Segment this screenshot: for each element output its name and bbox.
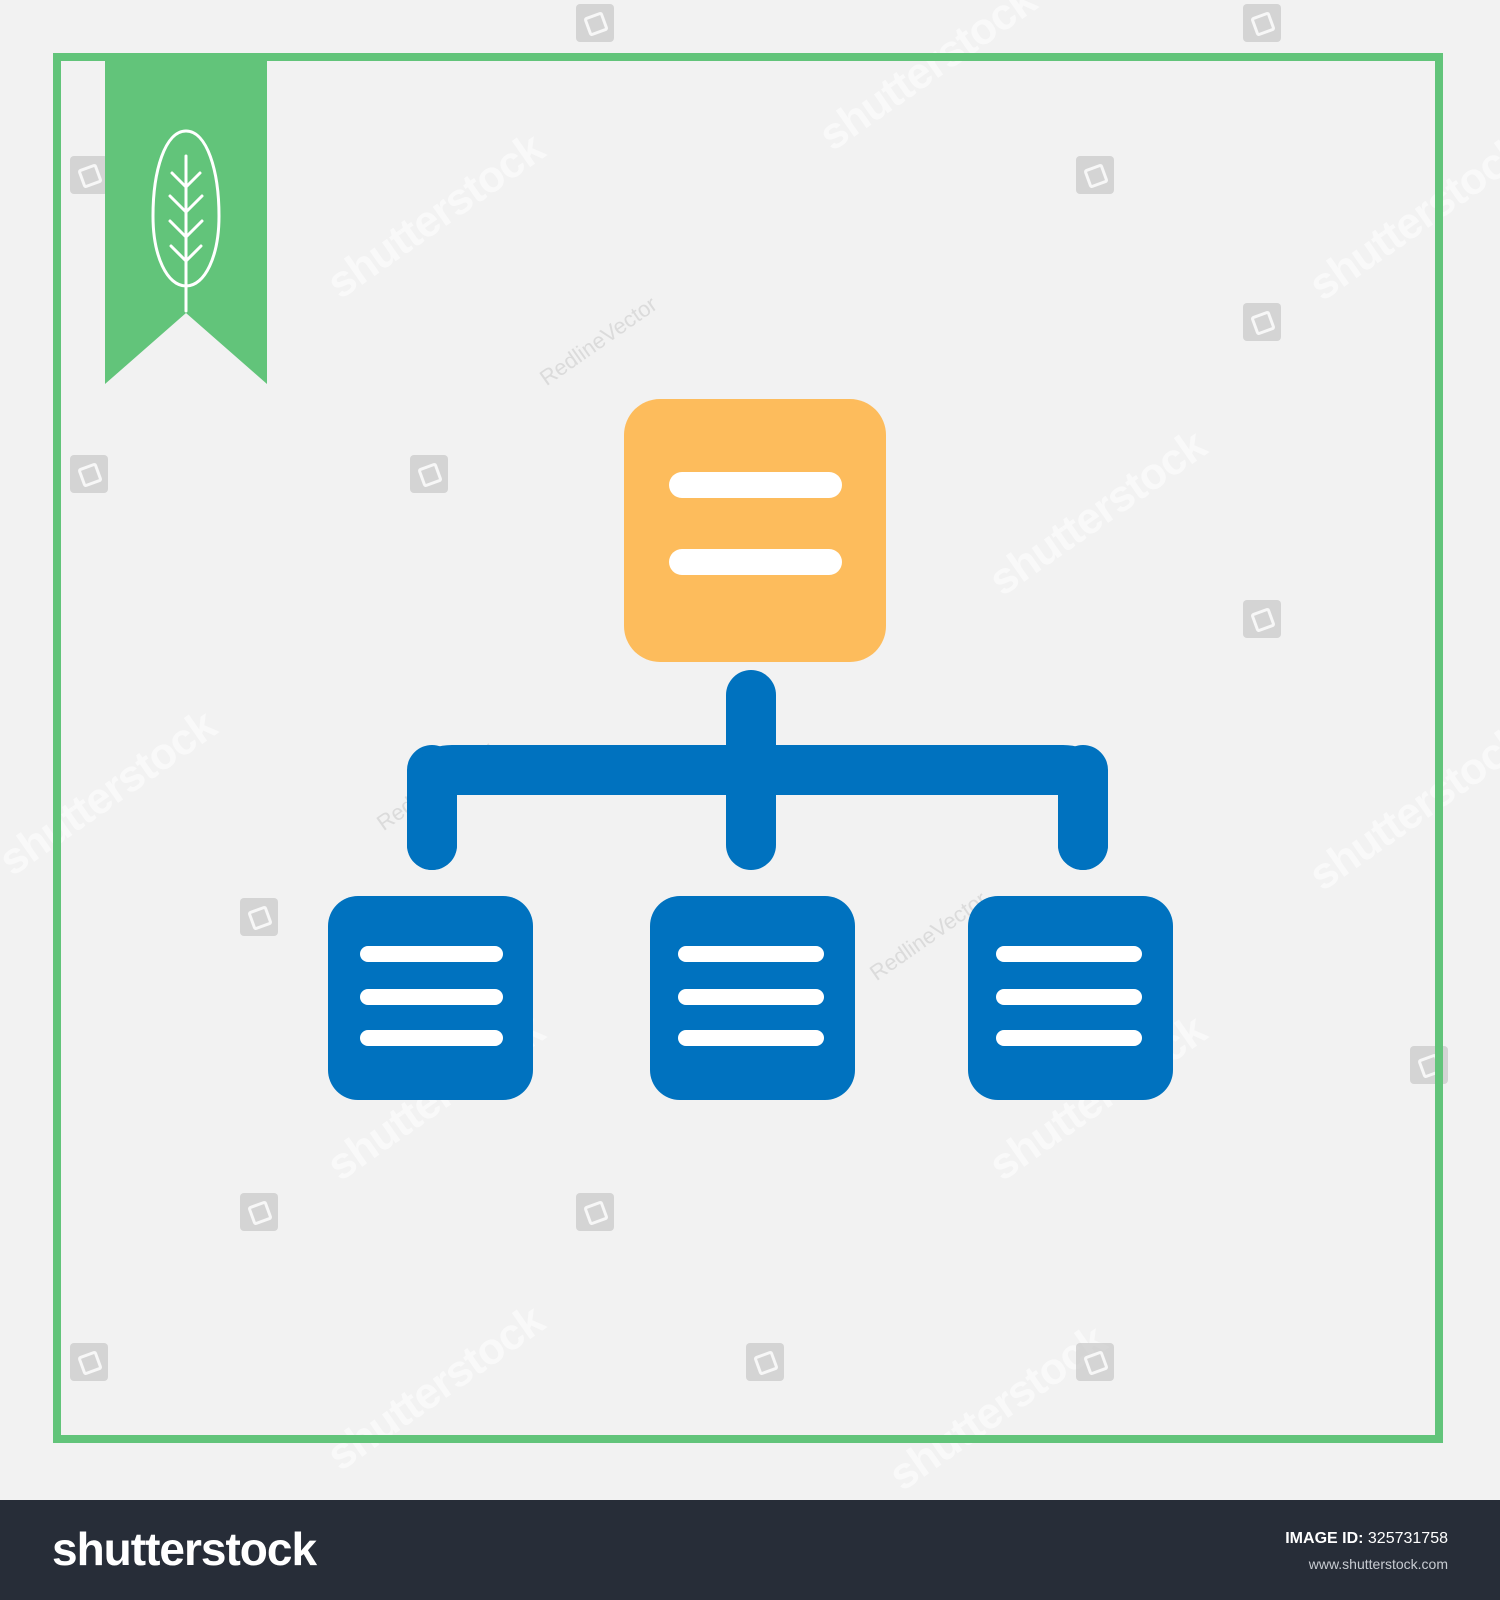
footer-logo: shutterstock xyxy=(52,1523,317,1575)
hierarchy-diagram xyxy=(328,399,1173,1100)
child-node-right xyxy=(968,896,1173,1100)
child-node-left xyxy=(328,896,533,1100)
green-border-frame xyxy=(53,53,1443,1443)
leaf-icon xyxy=(151,129,221,313)
footer-bar: shutterstock IMAGE ID: 325731758 www.shu… xyxy=(0,1500,1500,1600)
root-node xyxy=(624,399,886,662)
image-id-value: 325731758 xyxy=(1367,1530,1448,1547)
image-canvas: shutterstock shutterstock shutterstock s… xyxy=(0,0,1500,1500)
image-id-label: IMAGE ID: xyxy=(1285,1530,1364,1547)
bookmark-ribbon-icon xyxy=(105,61,267,384)
image-id: IMAGE ID: 325731758 xyxy=(1285,1530,1448,1548)
horizontal-connector xyxy=(407,745,1108,870)
child-node-center xyxy=(650,896,855,1100)
footer-url: www.shutterstock.com xyxy=(1308,1556,1448,1572)
